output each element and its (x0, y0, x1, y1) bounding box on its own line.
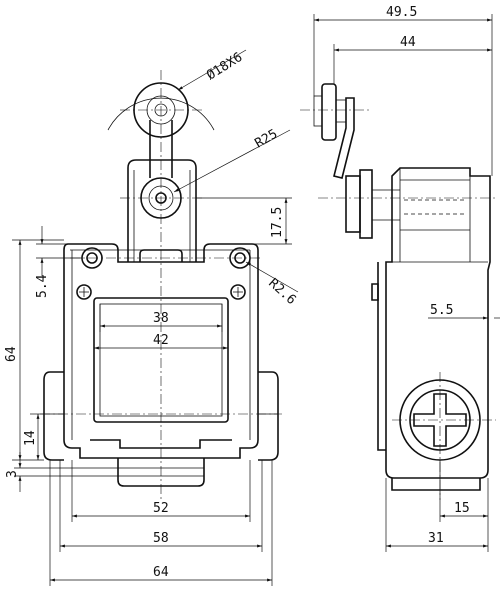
dim-64-vertical: 64 (4, 346, 19, 362)
actuator-head-inner (133, 170, 191, 262)
dim-15: 15 (454, 501, 470, 516)
dim-3: 3 (5, 470, 20, 478)
dim-31: 31 (428, 531, 444, 546)
dim-17-5: 17.5 (270, 207, 285, 238)
dim-5-5: 5.5 (430, 303, 453, 318)
side-cable-entry (391, 478, 481, 491)
front-view (40, 70, 282, 500)
actuator-head (127, 159, 197, 262)
dim-58: 58 (153, 531, 169, 546)
lever-arm (149, 120, 173, 178)
dim-38: 38 (153, 311, 169, 326)
screw-left-icon (76, 284, 92, 300)
side-head-lines (400, 179, 470, 231)
dim-64-horizontal: 64 (153, 565, 169, 580)
side-pivot-hub (345, 175, 361, 233)
side-pivot-flange (359, 169, 373, 239)
dim-42: 42 (153, 333, 169, 348)
dim-14: 14 (23, 430, 38, 446)
side-housing-edges (386, 168, 488, 263)
dim-roller-diameter: Ø18X6 (204, 50, 245, 83)
housing-outline (63, 243, 259, 459)
front-dimensions: Ø18X6 R25 17.5 5.4 R2.6 64 38 42 14 (4, 49, 299, 586)
dim-44: 44 (400, 35, 416, 50)
side-housing-outline (385, 167, 491, 479)
side-tab (371, 283, 379, 301)
screw-right-icon (230, 284, 246, 300)
dim-52: 52 (153, 501, 169, 516)
side-view (300, 83, 496, 500)
side-roller-spacer (335, 99, 347, 123)
dim-49-5: 49.5 (386, 5, 417, 20)
side-dimensions: 49.5 44 5.5 15 31 (313, 5, 500, 552)
side-lever-arm (333, 97, 355, 179)
boss-left (43, 371, 64, 461)
side-head-hidden (404, 199, 466, 215)
boss-right (258, 371, 279, 461)
bottom-step (90, 439, 232, 449)
dim-radius-2-6: R2.6 (265, 276, 298, 308)
side-roller-nut (313, 95, 323, 127)
cross-screw-icon (413, 393, 467, 447)
swing-arc (107, 97, 215, 131)
side-flange (377, 262, 386, 451)
dim-5-4: 5.4 (35, 274, 50, 298)
side-roller (321, 83, 337, 141)
